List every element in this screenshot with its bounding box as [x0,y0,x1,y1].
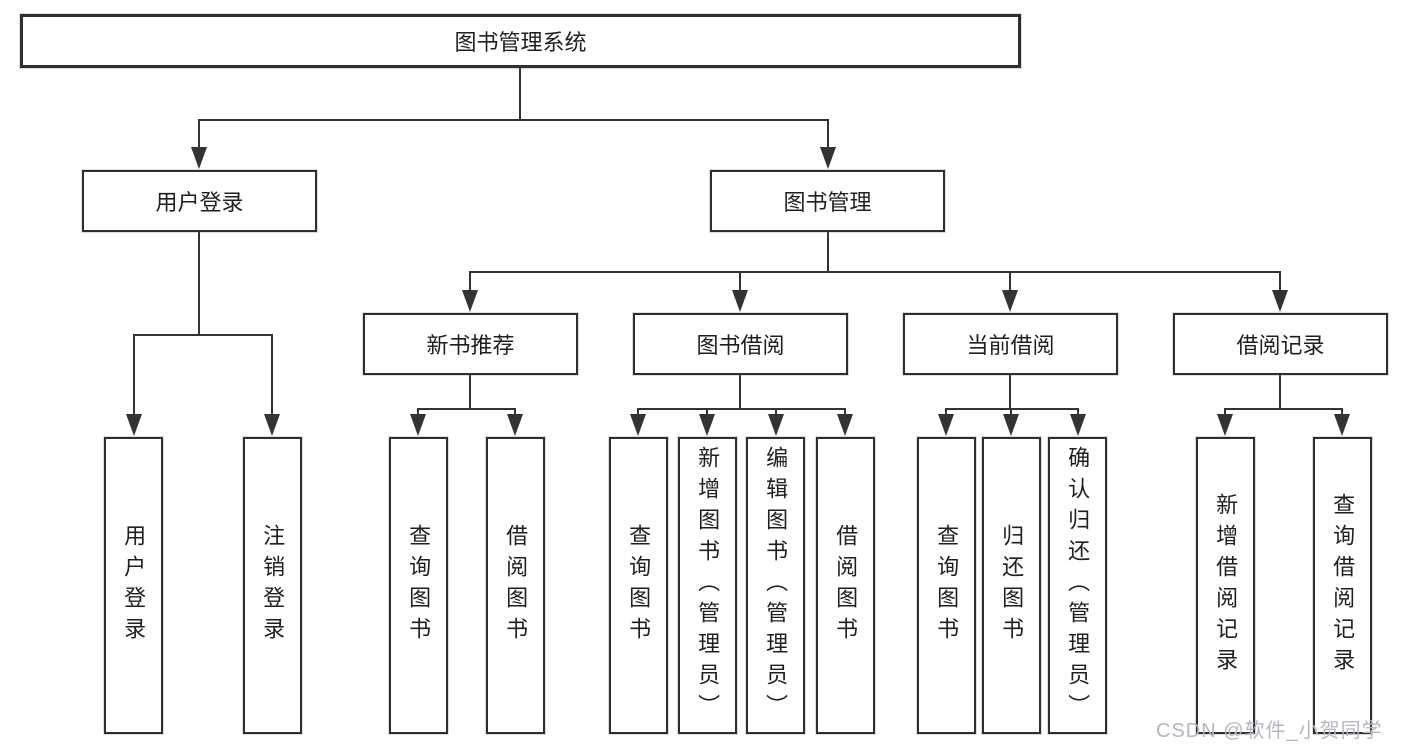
node-system-root-label: 图书管理系统 [454,30,587,55]
csdn-watermark: CSDN @软件_小贺同学 [1156,720,1383,742]
leaf-logout-label: 注销登录 [260,523,286,648]
leaf-add-borrow-record: 新增借阅记录 [1196,437,1255,734]
node-book-management-label: 图书管理 [783,190,872,215]
arrowheads [126,147,1350,436]
leaf-borrowing-query-book: 查询图书 [609,437,668,734]
leaf-current-query-book-label: 查询图书 [934,523,960,648]
node-book-borrowing-label: 图书借阅 [696,333,785,358]
leaf-recommend-borrow-book-label: 借阅图书 [503,523,529,648]
leaf-recommend-borrow-book: 借阅图书 [486,437,545,734]
leaf-query-borrow-record-label: 查询借阅记录 [1330,492,1356,679]
node-current-borrowing: 当前借阅 [903,313,1118,375]
node-user-login-label: 用户登录 [155,190,244,215]
leaf-confirm-return-admin-label: 确认归还（管理员） [1065,446,1091,725]
leaf-return-book: 归还图书 [982,437,1041,734]
leaf-add-book-admin-label: 新增图书（管理员） [695,446,721,725]
leaf-confirm-return-admin: 确认归还（管理员） [1048,437,1107,734]
node-book-management: 图书管理 [710,170,945,232]
node-borrow-records-label: 借阅记录 [1236,333,1325,358]
leaf-add-borrow-record-label: 新增借阅记录 [1213,492,1239,679]
leaf-add-book-admin: 新增图书（管理员） [678,437,737,734]
node-book-borrowing: 图书借阅 [633,313,848,375]
node-system-root: 图书管理系统 [20,14,1021,68]
leaf-borrowing-query-book-label: 查询图书 [626,523,652,648]
node-new-book-recommend-label: 新书推荐 [426,333,515,358]
leaf-current-query-book: 查询图书 [917,437,976,734]
leaf-recommend-query-book-label: 查询图书 [406,523,432,648]
node-new-book-recommend: 新书推荐 [363,313,578,375]
node-user-login: 用户登录 [82,170,317,232]
node-borrow-records: 借阅记录 [1173,313,1388,375]
leaf-user-login: 用户登录 [104,437,163,734]
leaf-edit-book-admin: 编辑图书（管理员） [746,437,805,734]
leaf-edit-book-admin-label: 编辑图书（管理员） [763,446,789,725]
leaf-logout: 注销登录 [243,437,302,734]
leaf-borrow-book-label: 借阅图书 [833,523,859,648]
leaf-return-book-label: 归还图书 [999,523,1025,648]
leaf-user-login-label: 用户登录 [121,523,147,648]
node-current-borrowing-label: 当前借阅 [966,333,1055,358]
leaf-borrow-book: 借阅图书 [816,437,875,734]
leaf-query-borrow-record: 查询借阅记录 [1313,437,1372,734]
leaf-recommend-query-book: 查询图书 [389,437,448,734]
